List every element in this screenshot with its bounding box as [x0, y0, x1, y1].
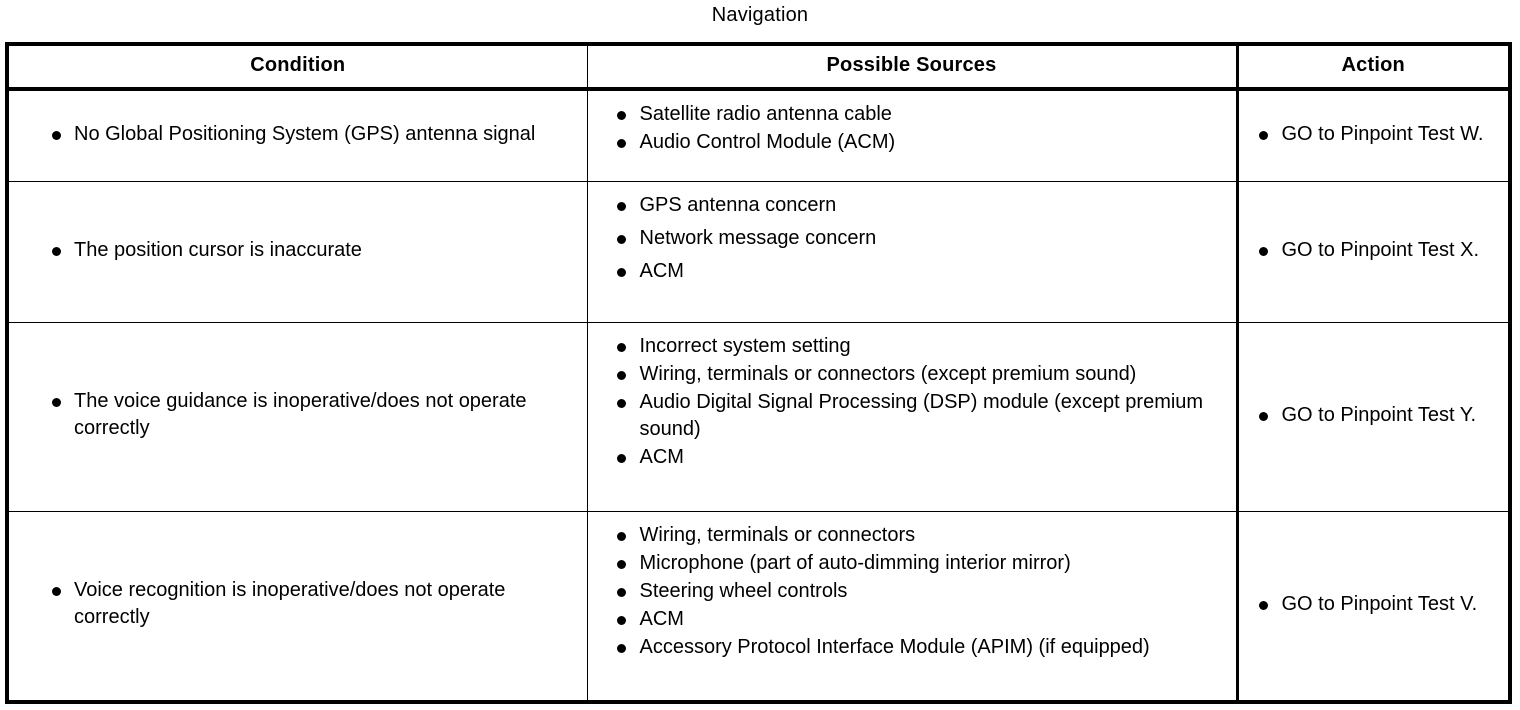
condition-list: No Global Positioning System (GPS) anten… — [15, 121, 581, 148]
table-header: Condition Possible Sources Action — [9, 46, 1508, 91]
table-row: No Global Positioning System (GPS) anten… — [9, 89, 1508, 182]
column-header-possible-sources: Possible Sources — [587, 46, 1239, 91]
condition-list: The position cursor is inaccurate — [15, 237, 581, 264]
list-item: Incorrect system setting — [608, 333, 1230, 360]
list-item: GO to Pinpoint Test V. — [1250, 591, 1503, 618]
list-item: ACM — [608, 258, 1230, 285]
cell-possible-sources: GPS antenna concern Network message conc… — [587, 180, 1239, 323]
list-item: Voice recognition is inoperative/does no… — [43, 577, 581, 631]
action-list: GO to Pinpoint Test W. — [1245, 121, 1503, 148]
cell-condition: No Global Positioning System (GPS) anten… — [9, 89, 588, 182]
cell-action: GO to Pinpoint Test X. — [1237, 180, 1508, 323]
list-item: Wiring, terminals or connectors — [608, 522, 1230, 549]
possible-sources-list: Incorrect system setting Wiring, termina… — [594, 331, 1230, 471]
list-item: Wiring, terminals or connectors (except … — [608, 361, 1230, 388]
list-item: GO to Pinpoint Test W. — [1250, 121, 1503, 148]
condition-list: Voice recognition is inoperative/does no… — [15, 577, 581, 631]
cell-possible-sources: Wiring, terminals or connectors Micropho… — [587, 510, 1239, 700]
action-list: GO to Pinpoint Test X. — [1245, 237, 1503, 264]
diagnostic-table-container: Condition Possible Sources Action No Glo… — [5, 42, 1512, 704]
action-list: GO to Pinpoint Test V. — [1245, 591, 1503, 618]
table-row: Voice recognition is inoperative/does no… — [9, 510, 1508, 700]
table-header-row: Condition Possible Sources Action — [9, 46, 1508, 91]
list-item: GO to Pinpoint Test X. — [1250, 237, 1503, 264]
column-header-condition: Condition — [9, 46, 588, 91]
diagnostic-table: Condition Possible Sources Action No Glo… — [9, 46, 1508, 700]
list-item: Audio Control Module (ACM) — [608, 129, 1230, 156]
list-item: The position cursor is inaccurate — [43, 237, 581, 264]
list-item: Microphone (part of auto-dimming interio… — [608, 550, 1230, 577]
cell-possible-sources: Incorrect system setting Wiring, termina… — [587, 322, 1239, 512]
condition-list: The voice guidance is inoperative/does n… — [15, 388, 581, 442]
list-item: GPS antenna concern — [608, 192, 1230, 219]
list-item: GO to Pinpoint Test Y. — [1250, 402, 1503, 429]
column-header-action: Action — [1237, 46, 1508, 91]
list-item: Network message concern — [608, 225, 1230, 252]
list-item: Accessory Protocol Interface Module (API… — [608, 634, 1230, 661]
cell-condition: The position cursor is inaccurate — [9, 180, 588, 323]
cell-action: GO to Pinpoint Test W. — [1237, 89, 1508, 181]
list-item: No Global Positioning System (GPS) anten… — [43, 121, 581, 148]
possible-sources-list: GPS antenna concern Network message conc… — [594, 190, 1230, 285]
cell-action: GO to Pinpoint Test V. — [1237, 510, 1508, 700]
page-title: Navigation — [711, 4, 809, 26]
cell-possible-sources: Satellite radio antenna cable Audio Cont… — [587, 89, 1239, 182]
list-item: ACM — [608, 444, 1230, 471]
list-item: Audio Digital Signal Processing (DSP) mo… — [608, 389, 1230, 443]
cell-condition: The voice guidance is inoperative/does n… — [9, 322, 588, 512]
cell-condition: Voice recognition is inoperative/does no… — [9, 510, 588, 700]
list-item: ACM — [608, 606, 1230, 633]
cell-action: GO to Pinpoint Test Y. — [1237, 322, 1508, 512]
possible-sources-list: Satellite radio antenna cable Audio Cont… — [594, 99, 1230, 156]
table-row: The voice guidance is inoperative/does n… — [9, 322, 1508, 512]
list-item: Steering wheel controls — [608, 578, 1230, 605]
table-body: No Global Positioning System (GPS) anten… — [9, 89, 1508, 700]
action-list: GO to Pinpoint Test Y. — [1245, 402, 1503, 429]
possible-sources-list: Wiring, terminals or connectors Micropho… — [594, 520, 1230, 661]
list-item: The voice guidance is inoperative/does n… — [43, 388, 581, 442]
table-row: The position cursor is inaccurate GPS an… — [9, 180, 1508, 323]
list-item: Satellite radio antenna cable — [608, 101, 1230, 128]
